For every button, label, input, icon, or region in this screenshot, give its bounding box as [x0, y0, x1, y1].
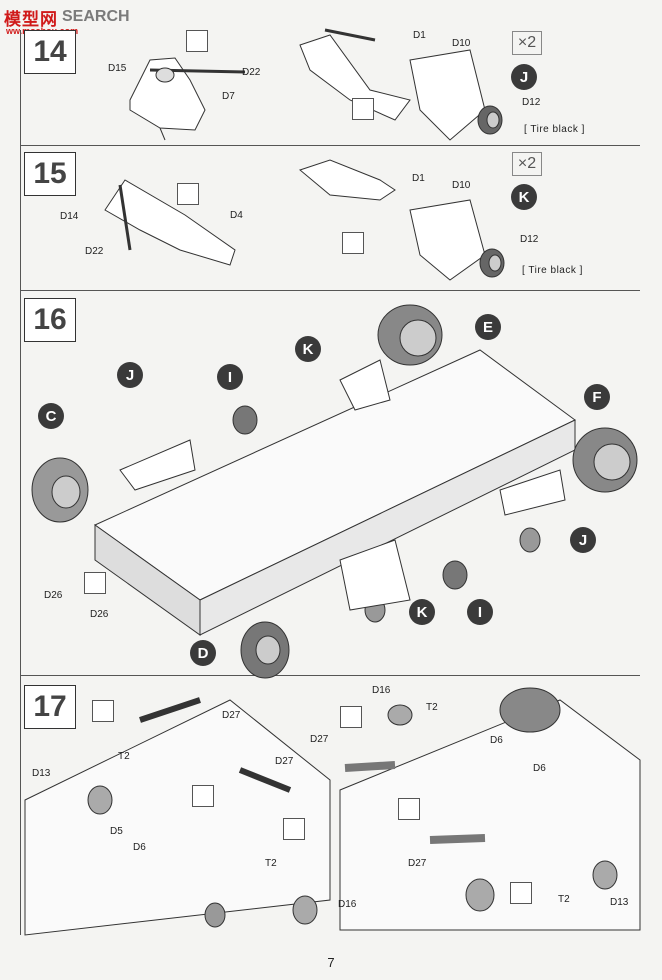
- step-number-14: 14: [24, 30, 76, 74]
- quantity-multiplier: ×2: [512, 152, 542, 176]
- assembly-ref-badge: J: [511, 64, 537, 90]
- assembly-ref-badge: F: [584, 384, 610, 410]
- cement-tool-icon: [342, 232, 364, 254]
- part-label: D10: [452, 180, 471, 191]
- step-number-15: 15: [24, 152, 76, 196]
- assembly-ref-badge: J: [570, 527, 596, 553]
- part-label: D6: [533, 763, 546, 774]
- part-label: D22: [242, 67, 261, 78]
- part-label: D6: [490, 735, 503, 746]
- cement-tool-icon: [398, 798, 420, 820]
- part-label: D10: [452, 38, 471, 49]
- part-label: D15: [108, 63, 127, 74]
- watermark-en: SEARCH: [62, 8, 130, 25]
- divider-14-15: [20, 145, 640, 146]
- assembly-ref-badge: J: [117, 362, 143, 388]
- quantity-multiplier: ×2: [512, 31, 542, 55]
- part-label: D7: [222, 91, 235, 102]
- part-label: D12: [520, 234, 539, 245]
- part-label: D27: [275, 756, 294, 767]
- divider-16-17: [20, 675, 640, 676]
- assembly-ref-badge: K: [511, 184, 537, 210]
- part-label: D5: [110, 826, 123, 837]
- part-label: D12: [522, 97, 541, 108]
- part-label: D4: [230, 210, 243, 221]
- part-label: D16: [372, 685, 391, 696]
- assembly-ref-badge: E: [475, 314, 501, 340]
- part-label: D14: [60, 211, 79, 222]
- paint-note: [ Tire black ]: [524, 124, 585, 135]
- part-label: T2: [118, 751, 130, 762]
- step-number-16: 16: [24, 298, 76, 342]
- part-label: D27: [310, 734, 329, 745]
- part-label: D26: [90, 609, 109, 620]
- cement-tool-icon: [510, 882, 532, 904]
- assembly-ref-badge: D: [190, 640, 216, 666]
- cement-tool-icon: [186, 30, 208, 52]
- cement-tool-icon: [340, 706, 362, 728]
- part-label: D22: [85, 246, 104, 257]
- assembly-ref-badge: I: [217, 364, 243, 390]
- cement-tool-icon: [192, 785, 214, 807]
- assembly-ref-badge: K: [295, 336, 321, 362]
- part-label: D16: [338, 899, 357, 910]
- part-label: T2: [558, 894, 570, 905]
- paint-note: [ Tire black ]: [522, 265, 583, 276]
- cement-tool-icon: [283, 818, 305, 840]
- left-rule: [20, 30, 21, 935]
- part-label: D1: [412, 173, 425, 184]
- part-label: D13: [32, 768, 51, 779]
- cement-tool-icon: [352, 98, 374, 120]
- cement-tool-icon: [92, 700, 114, 722]
- assembly-ref-badge: K: [409, 599, 435, 625]
- cement-tool-icon: [84, 572, 106, 594]
- part-label: D27: [408, 858, 427, 869]
- step-number-17: 17: [24, 685, 76, 729]
- watermark-cn: 模型网: [4, 9, 58, 29]
- assembly-ref-badge: C: [38, 403, 64, 429]
- part-label: D26: [44, 590, 63, 601]
- part-label: D13: [610, 897, 629, 908]
- divider-15-16: [20, 290, 640, 291]
- part-label: T2: [265, 858, 277, 869]
- part-label: D27: [222, 710, 241, 721]
- part-label: D6: [133, 842, 146, 853]
- cement-tool-icon: [177, 183, 199, 205]
- assembly-ref-badge: I: [467, 599, 493, 625]
- page-number: 7: [327, 955, 335, 970]
- part-label: T2: [426, 702, 438, 713]
- part-label: D1: [413, 30, 426, 41]
- watermark: 模型网 SEARCH: [4, 4, 130, 30]
